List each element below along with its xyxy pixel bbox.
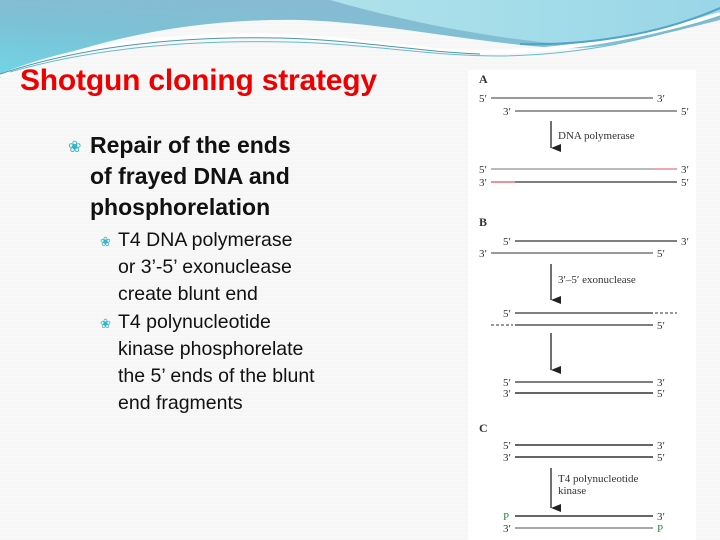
dna-end-repair-diagram: A 5′ 3′ 3′ 5′ DNA polymerase 5′ 3′ 3′ 5′… <box>468 70 696 540</box>
bullet-line: end fragments <box>118 392 243 414</box>
end-label: 3′ <box>503 106 511 118</box>
end-label: 3′ <box>479 248 487 260</box>
end-label: 5′ <box>681 177 689 189</box>
bullet-line: Repair of the ends <box>90 132 291 158</box>
end-label: 3′ <box>657 440 665 452</box>
bullet-line: or 3’-5’ exonuclease <box>118 256 292 278</box>
panel-label-a: A <box>479 72 488 86</box>
end-label: 5′ <box>657 452 665 464</box>
bullet-line: T4 DNA polymerase <box>118 229 293 251</box>
end-label: 5′ <box>479 93 487 105</box>
bullet-line: the 5’ ends of the blunt <box>118 365 315 387</box>
end-label: 5′ <box>503 236 511 248</box>
enzyme-label: T4 polynucleotide <box>558 473 638 485</box>
phosphate-label: P <box>503 511 509 523</box>
bullet-line: phosphorelation <box>90 194 271 220</box>
bullet-line: of frayed DNA and <box>90 163 290 189</box>
end-label: 3′ <box>503 452 511 464</box>
end-label: 5′ <box>657 248 665 260</box>
bullet-level1: ❀ Repair of the ends of frayed DNA and p… <box>68 130 358 223</box>
panel-label-b: B <box>479 215 487 229</box>
end-label: 3′ <box>681 164 689 176</box>
bullet-icon: ❀ <box>68 139 82 156</box>
end-label: 5′ <box>479 164 487 176</box>
enzyme-label: DNA polymerase <box>558 130 635 142</box>
header-wave-decoration <box>0 0 720 78</box>
end-label: 5′ <box>681 106 689 118</box>
end-label: 3′ <box>503 523 511 535</box>
end-label: 3′ <box>681 236 689 248</box>
end-label: 5′ <box>657 320 665 332</box>
end-label: 3′ <box>657 511 665 523</box>
enzyme-label: 3′–5′ exonuclease <box>558 274 636 286</box>
slide-title: Shotgun cloning strategy <box>20 64 377 97</box>
bullet-level2-polymerase: ❀ T4 DNA polymerase or 3’-5’ exonuclease… <box>100 227 380 308</box>
bullet-icon: ❀ <box>100 234 111 249</box>
panel-label-c: C <box>479 421 488 435</box>
bullet-line: kinase phosphorelate <box>118 338 304 360</box>
end-label: 3′ <box>479 177 487 189</box>
bullet-level2-kinase: ❀ T4 polynucleotide kinase phosphorelate… <box>100 309 380 417</box>
diagram-figure: A 5′ 3′ 3′ 5′ DNA polymerase 5′ 3′ 3′ 5′… <box>479 72 689 535</box>
end-label: 5′ <box>503 308 511 320</box>
phosphate-label: P <box>657 523 663 535</box>
end-label: 5′ <box>503 440 511 452</box>
end-label: 5′ <box>503 377 511 389</box>
end-label: 3′ <box>657 377 665 389</box>
end-label: 5′ <box>657 388 665 400</box>
bullet-icon: ❀ <box>100 316 111 331</box>
bullet-line: create blunt end <box>118 283 258 305</box>
bullet-line: T4 polynucleotide <box>118 311 271 333</box>
end-label: 3′ <box>503 388 511 400</box>
end-label: 3′ <box>657 93 665 105</box>
enzyme-label: kinase <box>558 485 586 497</box>
